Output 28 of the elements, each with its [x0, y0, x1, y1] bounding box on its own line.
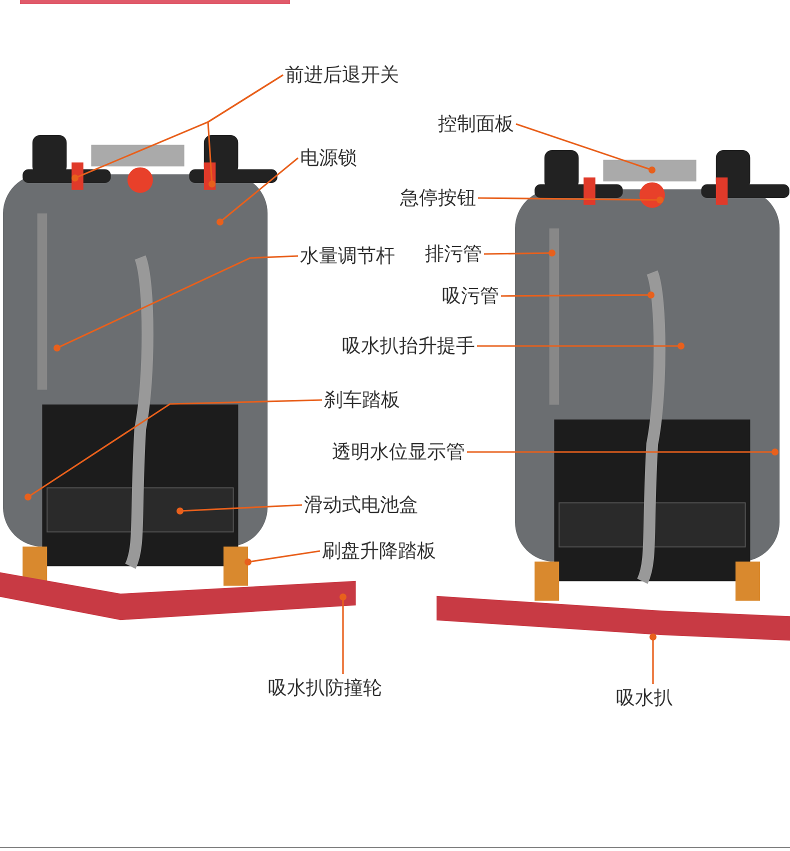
callout-label: 刷盘升降踏板	[322, 539, 436, 563]
callout-label: 吸污管	[442, 284, 499, 308]
leader-line	[650, 634, 656, 684]
callout-label: 刹车踏板	[324, 388, 400, 412]
leader-line	[340, 594, 346, 674]
leader-line	[478, 196, 664, 204]
leader-line	[216, 157, 298, 226]
callout-label: 水量调节杆	[300, 244, 395, 268]
leader-line	[176, 504, 302, 514]
leader-line	[516, 123, 656, 174]
leader-line	[54, 255, 298, 352]
leader-line	[207, 74, 284, 188]
leader-line	[477, 342, 684, 350]
callout-label: 排污管	[425, 242, 482, 266]
callout-label: 滑动式电池盒	[304, 493, 418, 517]
callout-label: 控制面板	[438, 112, 514, 136]
leader-line	[501, 292, 654, 298]
callout-label: 急停按钮	[400, 186, 476, 210]
leader-line	[484, 250, 556, 256]
leader-line	[244, 550, 320, 566]
callout-label: 吸水扒抬升提手	[342, 334, 475, 358]
leader-line	[24, 399, 322, 500]
leader-line	[467, 448, 778, 456]
callout-label: 吸水扒防撞轮	[268, 676, 382, 700]
callout-label: 前进后退开关	[285, 63, 399, 87]
callout-label: 电源锁	[300, 146, 357, 170]
callout-label: 透明水位显示管	[332, 440, 465, 464]
callout-label: 吸水扒	[616, 686, 673, 710]
